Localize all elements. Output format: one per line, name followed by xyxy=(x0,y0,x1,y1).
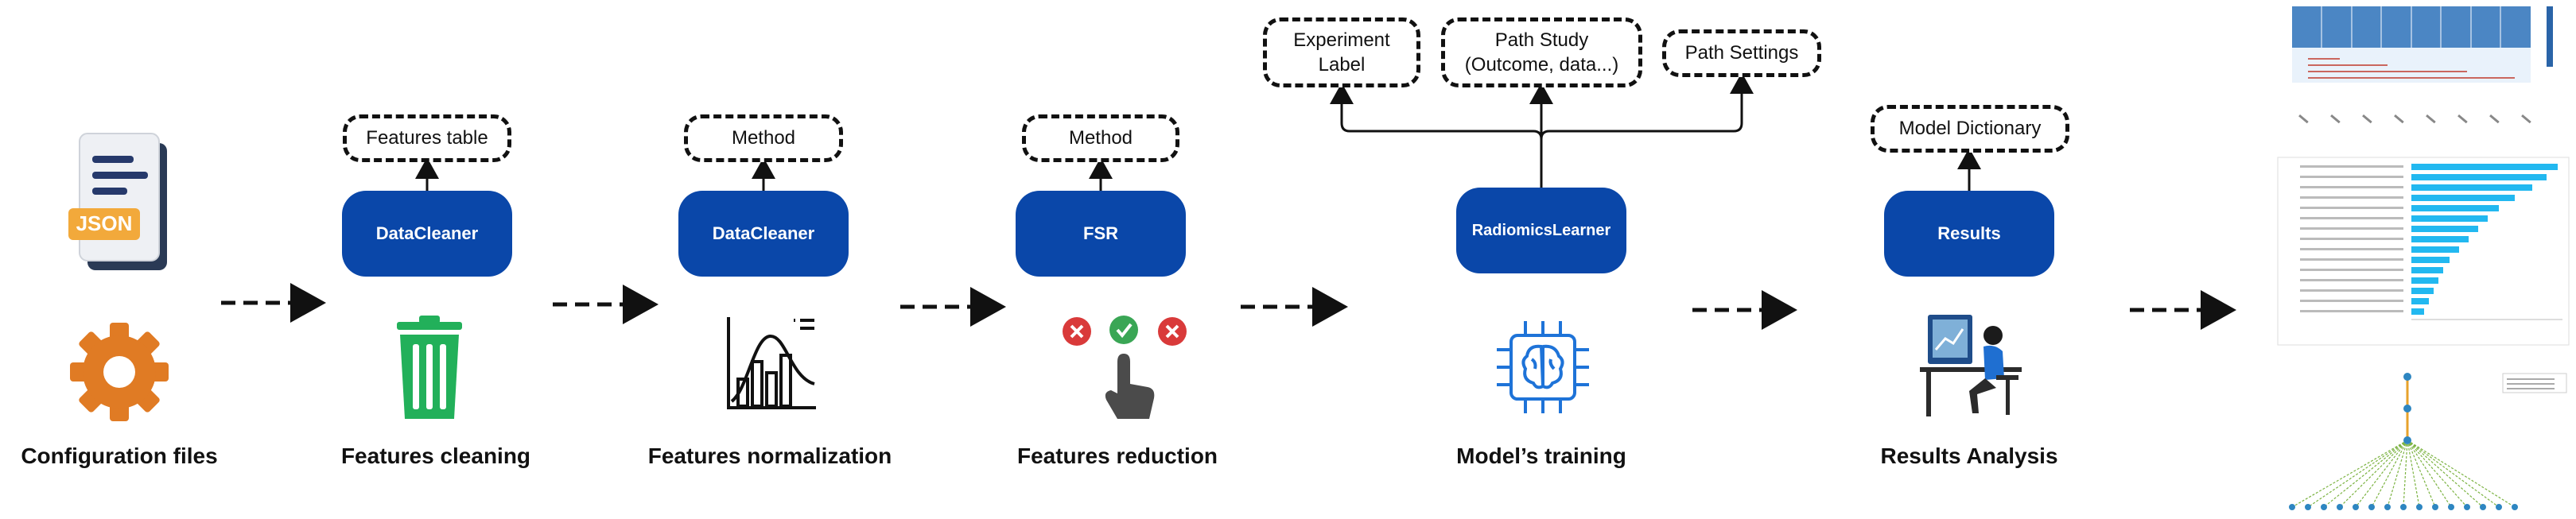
output-features-table: Features table xyxy=(343,114,511,162)
output-model-dictionary: Model Dictionary xyxy=(1871,105,2069,153)
stage-label-cleaning: Features cleaning xyxy=(340,443,531,468)
arrow-learner-to-path-settings xyxy=(1540,72,1754,140)
json-file-icon: JSON xyxy=(64,127,191,274)
heatmap-thumbnail xyxy=(2276,3,2570,143)
output-method-normalization: Method xyxy=(684,114,843,162)
stage-label-config: Configuration files xyxy=(21,443,218,468)
select-hand-icon xyxy=(1062,314,1197,421)
decision-tree-thumbnail xyxy=(2276,370,2570,515)
stage-label-reduction: Features reduction xyxy=(1016,443,1218,468)
stage-label-normalization: Features normalization xyxy=(647,443,892,468)
module-radiomicslearner: RadiomicsLearner xyxy=(1456,188,1626,273)
output-path-study: Path Study (Outcome, data...) xyxy=(1441,17,1642,87)
distribution-chart-icon xyxy=(724,314,819,413)
output-method-reduction: Method xyxy=(1022,114,1179,162)
arrow-learner-to-experiment xyxy=(1330,83,1543,188)
gear-icon xyxy=(64,316,175,428)
stage-label-analysis: Results Analysis xyxy=(1880,443,2058,468)
module-fsr: FSR xyxy=(1016,191,1186,277)
trash-icon xyxy=(394,314,465,421)
stage-label-training: Model’s training xyxy=(1456,443,1626,468)
module-datacleaner-normalization: DataCleaner xyxy=(678,191,849,277)
flow-arrows xyxy=(221,283,2236,330)
output-experiment-label: Experiment Label xyxy=(1263,17,1420,87)
json-label: JSON xyxy=(76,211,133,235)
feature-importance-thumbnail xyxy=(2276,156,2570,347)
module-results: Results xyxy=(1884,191,2054,277)
analyst-workstation-icon xyxy=(1917,312,2024,419)
brain-chip-icon xyxy=(1494,318,1592,416)
output-path-settings: Path Settings xyxy=(1662,29,1821,77)
module-datacleaner-cleaning: DataCleaner xyxy=(342,191,512,277)
